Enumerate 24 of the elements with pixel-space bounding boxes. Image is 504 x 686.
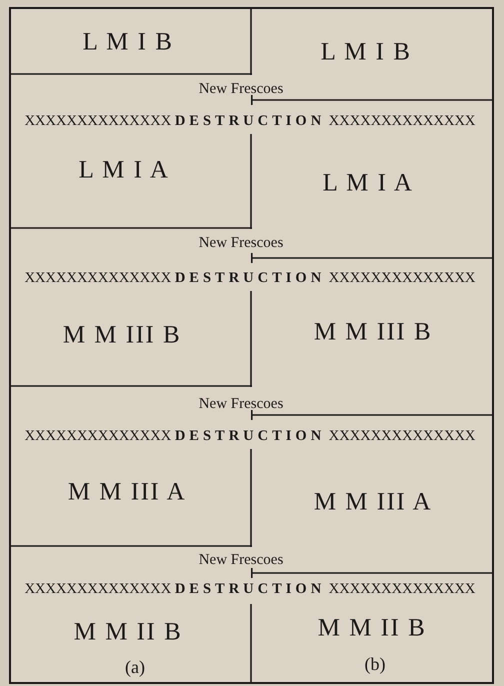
column-label: (b) — [364, 655, 386, 675]
period-label: L M I A — [322, 170, 414, 196]
note-label: New Frescoes — [198, 396, 284, 412]
period-label: M M III B — [62, 322, 182, 348]
note-label: New Frescoes — [198, 234, 284, 252]
event-label: XXXXXXXXXXXXXX DESTRUCTION XXXXXXXXXXXXXX — [24, 582, 476, 598]
event-label: XXXXXXXXXXXXXX DESTRUCTION XXXXXXXXXXXXXX — [24, 114, 476, 130]
period-label: L M I A — [78, 158, 170, 182]
period-label: M M III A — [314, 490, 432, 514]
period-label: M M II B — [74, 620, 182, 644]
period-label: M M II B — [318, 616, 426, 640]
period-cell — [10, 134, 252, 229]
event-label: XXXXXXXXXXXXXX DESTRUCTION XXXXXXXXXXXXXX — [24, 429, 476, 445]
period-cell — [10, 449, 252, 547]
event-label: XXXXXXXXXXXXXX DESTRUCTION XXXXXXXXXXXXXX — [24, 271, 476, 287]
period-label: M M III B — [314, 320, 432, 344]
period-cell — [10, 291, 252, 387]
column-label: (a) — [125, 658, 145, 678]
period-label: L M I B — [320, 40, 412, 64]
note-label: New Frescoes — [198, 552, 284, 568]
period-label: M M III A — [68, 480, 186, 504]
note-label: New Frescoes — [198, 80, 284, 98]
period-label: L M I B — [82, 30, 174, 54]
period-cell — [10, 8, 252, 75]
